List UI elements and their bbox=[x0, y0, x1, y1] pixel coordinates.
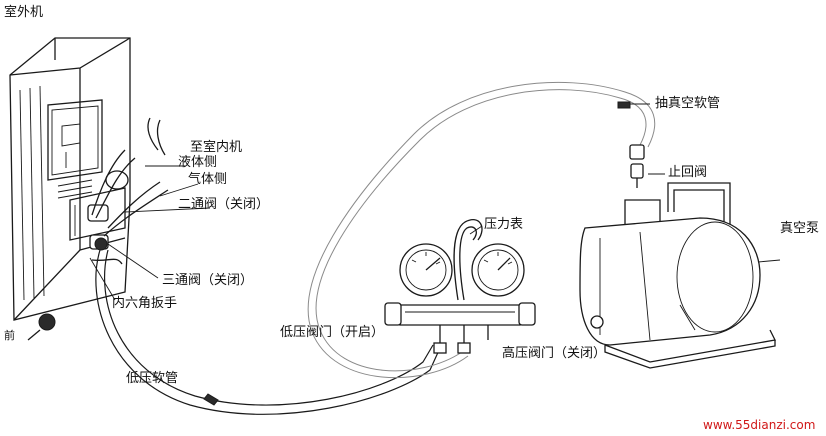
label-low-pressure-valve: 低压阀门（开启） bbox=[280, 325, 385, 340]
service-valves bbox=[87, 117, 169, 265]
label-to-indoor-unit: 至室内机 bbox=[190, 140, 243, 155]
label-outdoor-unit: 室外机 bbox=[4, 5, 44, 20]
label-vacuum-pump: 真空泵 bbox=[780, 221, 820, 236]
vacuum-pump bbox=[579, 182, 776, 369]
label-gas-side: 气体侧 bbox=[188, 172, 228, 187]
label-check-valve: 止回阀 bbox=[668, 165, 708, 180]
label-corner-mark: 前 bbox=[4, 329, 15, 342]
check-valve-part bbox=[629, 144, 645, 188]
vacuum-hose bbox=[307, 81, 656, 379]
watermark: www.55dianzi.com bbox=[703, 418, 816, 432]
outdoor-unit bbox=[9, 37, 131, 341]
label-pressure-gauge: 压力表 bbox=[484, 217, 524, 232]
label-two-way-valve: 二通阀（关闭） bbox=[178, 197, 270, 212]
label-hex-wrench: 内六角扳手 bbox=[112, 296, 178, 311]
label-vacuum-hose: 抽真空软管 bbox=[655, 96, 721, 111]
label-three-way-valve: 三通阀（关闭） bbox=[162, 273, 254, 288]
leader-lines bbox=[89, 103, 781, 301]
manifold-gauge bbox=[384, 219, 536, 354]
label-high-pressure-valve: 高压阀门（关闭） bbox=[502, 346, 607, 361]
label-low-pressure-hose: 低压软管 bbox=[126, 371, 179, 386]
label-liquid-side: 液体侧 bbox=[178, 155, 218, 170]
low-pressure-hose bbox=[95, 249, 441, 415]
